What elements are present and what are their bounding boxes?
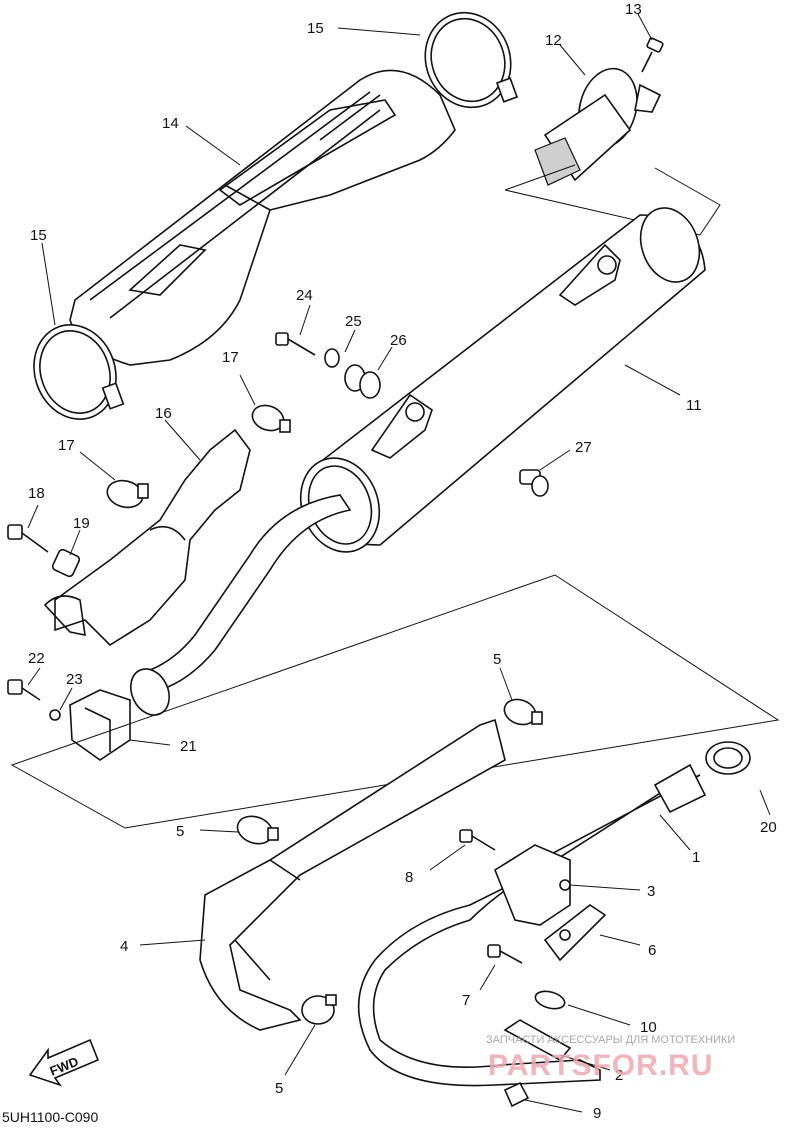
spark-arrester-12 bbox=[534, 67, 662, 186]
protector-4 bbox=[199, 718, 506, 1031]
label-22: 22 bbox=[28, 650, 45, 667]
bolt-22 bbox=[7, 679, 41, 701]
label-16: 16 bbox=[155, 405, 172, 422]
nut-9 bbox=[503, 1081, 530, 1108]
label-8: 8 bbox=[405, 869, 413, 886]
label-5-top: 5 bbox=[493, 651, 501, 668]
collar-19 bbox=[51, 548, 81, 578]
label-9: 9 bbox=[593, 1105, 601, 1122]
label-25: 25 bbox=[345, 313, 362, 330]
label-27: 27 bbox=[575, 439, 592, 456]
label-1: 1 bbox=[692, 849, 700, 866]
label-15-top: 15 bbox=[307, 20, 324, 37]
label-3: 3 bbox=[647, 883, 655, 900]
clamp-5-c bbox=[301, 994, 337, 1025]
clamp-5-a bbox=[503, 698, 543, 726]
label-6: 6 bbox=[648, 942, 656, 959]
bolt-24 bbox=[275, 332, 316, 356]
bolt-18 bbox=[7, 524, 49, 553]
collar-27 bbox=[519, 469, 549, 497]
label-7: 7 bbox=[462, 992, 470, 1009]
leader-lines bbox=[27, 13, 771, 1113]
drawing-code: 5UH1100-C090 bbox=[2, 1109, 98, 1125]
label-2: 2 bbox=[615, 1067, 623, 1084]
muffler-11 bbox=[299, 207, 706, 553]
plate-2 bbox=[503, 1019, 572, 1062]
heat-shield-14 bbox=[69, 69, 456, 366]
gasket-20 bbox=[705, 741, 751, 775]
label-11: 11 bbox=[686, 397, 702, 414]
label-20: 20 bbox=[760, 819, 777, 836]
fwd-direction-arrow: FWD bbox=[28, 1038, 100, 1087]
exhaust-pipe-1 bbox=[357, 763, 707, 1087]
label-21: 21 bbox=[180, 738, 197, 755]
bolt-13 bbox=[641, 37, 664, 73]
clamp-15-top bbox=[424, 11, 519, 109]
label-14: 14 bbox=[162, 115, 179, 132]
washer-25 bbox=[324, 348, 340, 368]
label-26: 26 bbox=[390, 332, 407, 349]
label-12: 12 bbox=[545, 32, 562, 49]
clamp-17-upper bbox=[251, 404, 291, 433]
label-15-left: 15 bbox=[30, 227, 47, 244]
damper-26 bbox=[344, 364, 381, 399]
washer-23 bbox=[49, 709, 61, 721]
part-number-labels: 13 12 15 14 15 24 25 26 17 16 11 17 27 1… bbox=[28, 1, 777, 1122]
exhaust-pipe-11-outlet bbox=[129, 494, 352, 716]
label-23: 23 bbox=[66, 671, 83, 688]
clamp-17-lower bbox=[106, 479, 149, 509]
label-24: 24 bbox=[296, 287, 313, 304]
label-19: 19 bbox=[73, 515, 90, 532]
bracket-21 bbox=[69, 689, 131, 761]
label-5-mid: 5 bbox=[176, 823, 184, 840]
label-18: 18 bbox=[28, 485, 45, 502]
gasket-10 bbox=[534, 990, 566, 1010]
bolt-7 bbox=[487, 944, 523, 964]
label-13: 13 bbox=[625, 1, 642, 18]
watermark-logo: PARTSFOR.RU bbox=[488, 1049, 713, 1082]
clamp-15-left bbox=[33, 324, 125, 420]
label-5-bottom: 5 bbox=[275, 1080, 283, 1097]
bolt-8 bbox=[459, 829, 496, 851]
bracket-3 bbox=[494, 844, 571, 926]
label-17-upper: 17 bbox=[222, 349, 239, 366]
clamp-5-b bbox=[236, 815, 279, 845]
label-17-lower: 17 bbox=[58, 437, 75, 454]
watermark: ЗАПЧАСТИ АКСЕССУАРЫ ДЛЯ МОТОТЕХНИКИ PART… bbox=[486, 1034, 735, 1082]
label-4: 4 bbox=[120, 938, 128, 955]
watermark-caption: ЗАПЧАСТИ АКСЕССУАРЫ ДЛЯ МОТОТЕХНИКИ bbox=[486, 1034, 735, 1046]
joint-16 bbox=[43, 428, 251, 647]
plate-6 bbox=[543, 904, 607, 962]
label-10: 10 bbox=[640, 1019, 657, 1036]
